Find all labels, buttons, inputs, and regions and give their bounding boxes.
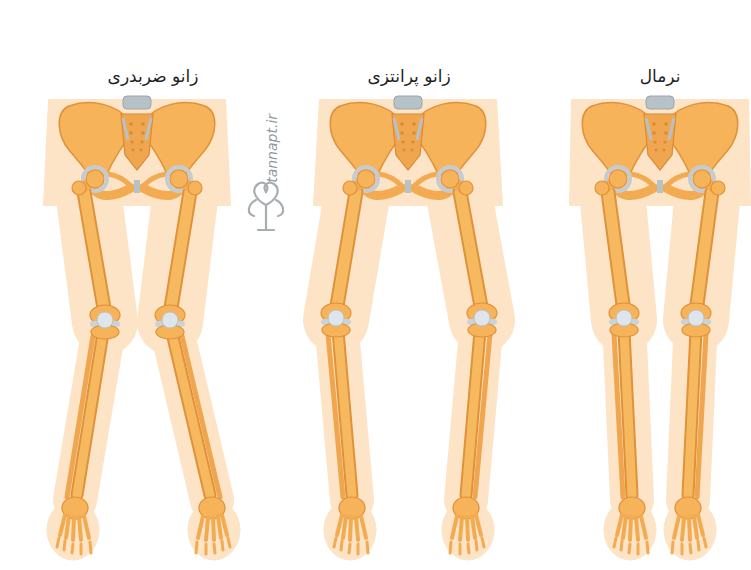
- figure-title: نرمال: [640, 66, 681, 86]
- watermark: tannapt.ir: [264, 114, 281, 183]
- figure-title: زانو پرانتزی: [367, 66, 450, 86]
- figure-title: زانو ضربدری: [108, 66, 199, 86]
